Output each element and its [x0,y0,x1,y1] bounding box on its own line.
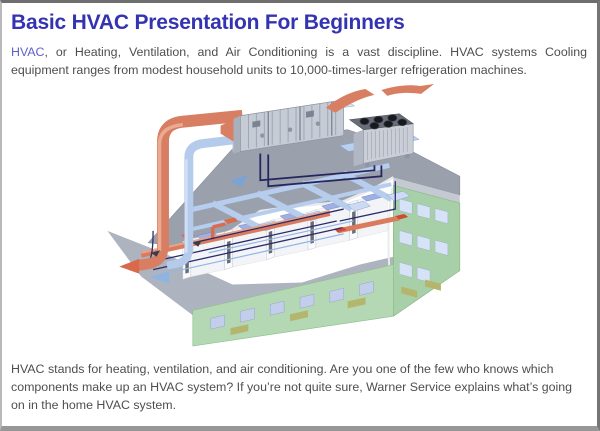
rooftop-cooling-unit [348,113,414,168]
hvac-link[interactable]: HVAC [11,45,45,59]
pipe-flow-arrow [192,240,202,247]
hvac-isometric-diagram [106,83,460,347]
supply-flow-arrow [230,175,248,188]
intro-text: , or Heating, Ventilation, and Air Condi… [11,45,587,77]
article-content: Basic HVAC Presentation For Beginners HV… [2,3,597,415]
intro-paragraph: HVAC, or Heating, Ventilation, and Air C… [11,44,587,80]
exhaust-air-duct [325,83,434,113]
cool-air-arrow [150,270,169,284]
building-right-facade [386,184,460,317]
air-handling-unit [220,99,355,154]
warm-air-arrow [118,258,139,274]
footer-paragraph: HVAC stands for heating, ventilation, an… [11,361,573,412]
page-title: Basic HVAC Presentation For Beginners [11,11,405,34]
flow-arrows [150,175,248,257]
building-front-wall [191,264,394,347]
ahu-chiller-pipes [258,153,382,188]
hvac-diagram-illustration [92,82,507,352]
return-air-duct [118,109,243,274]
fan-icons [359,114,407,130]
floor-slab [106,230,445,321]
pipe-flow-arrow [150,250,160,257]
supply-air-duct [150,134,245,284]
